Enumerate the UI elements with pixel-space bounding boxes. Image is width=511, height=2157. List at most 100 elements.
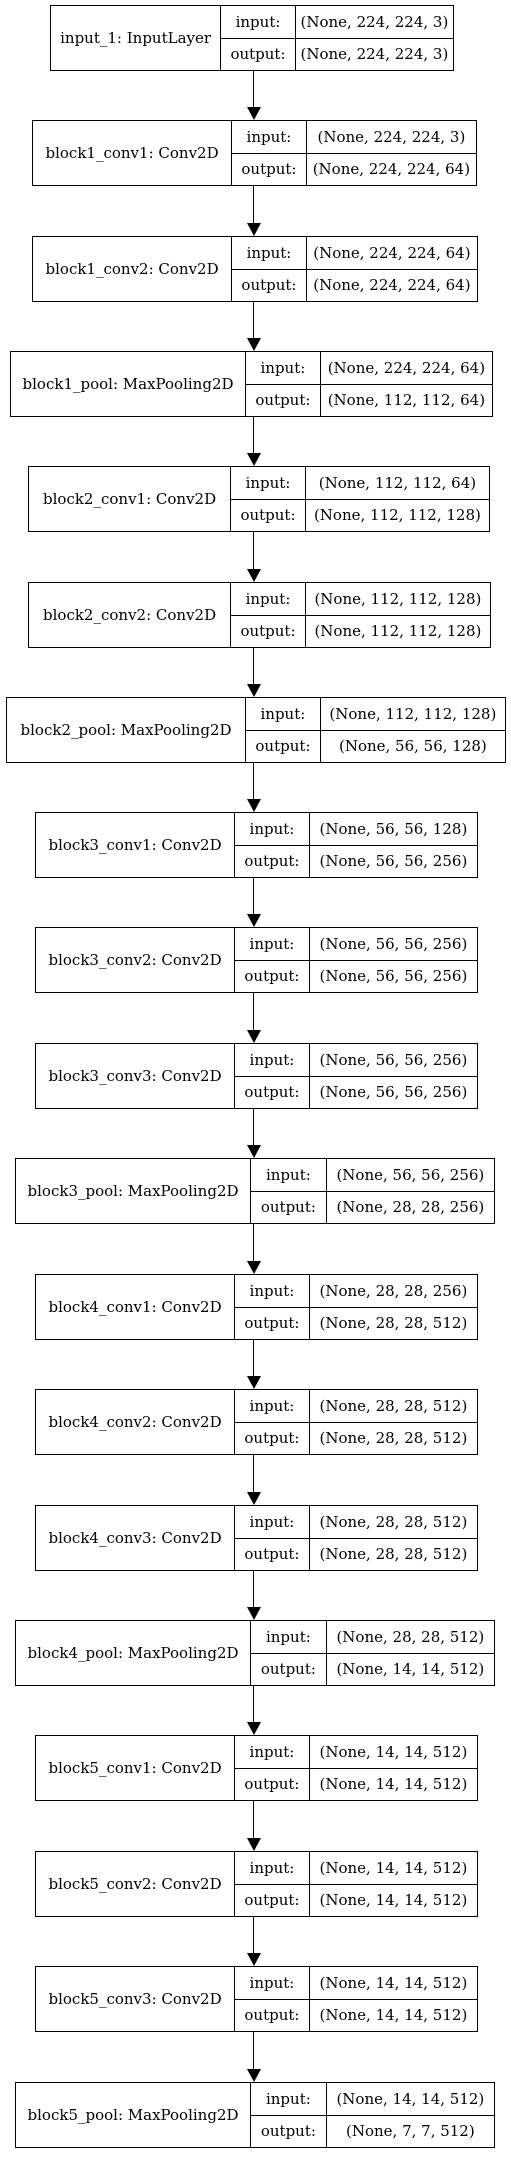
connector-line	[253, 302, 255, 339]
arrow-down-icon	[247, 1376, 261, 1389]
connector-line	[253, 1801, 255, 1839]
io-labels: input: output:	[235, 1044, 310, 1108]
output-label: output:	[244, 852, 300, 871]
input-shape: (None, 112, 112, 64)	[305, 467, 489, 500]
io-shapes: (None, 112, 112, 128) (None, 56, 56, 128)	[320, 698, 505, 762]
input-label: input:	[246, 698, 320, 731]
output-shape: (None, 224, 224, 64)	[313, 276, 471, 295]
output-shape: (None, 14, 14, 512)	[319, 1891, 468, 1910]
output-label: output:	[240, 622, 296, 641]
connector-line	[253, 1109, 255, 1146]
connector-line	[253, 648, 255, 685]
layer-name: block4_conv2: Conv2D	[36, 1390, 236, 1454]
arrow-down-icon	[247, 1722, 261, 1735]
output-label: output:	[241, 276, 297, 295]
output-shape: (None, 112, 112, 128)	[314, 622, 482, 641]
input-shape: (None, 14, 14, 512)	[326, 2083, 494, 2116]
layer-name: block5_conv1: Conv2D	[36, 1736, 236, 1800]
io-labels: input:output:	[235, 1736, 310, 1800]
output-label: output:	[255, 737, 311, 756]
io-shapes: (None, 56, 56, 256)(None, 56, 56, 256)	[309, 928, 477, 992]
input-shape: (None, 14, 14, 512)	[309, 1967, 477, 2000]
layer-name: block3_pool: MaxPooling2D	[16, 1159, 252, 1223]
input-label: input:	[232, 237, 306, 270]
input-label: input:	[231, 467, 305, 500]
input-label: input:	[235, 1044, 309, 1077]
arrow-down-icon	[247, 2069, 261, 2082]
layer-name: block1_pool: MaxPooling2D	[11, 352, 247, 416]
input-label: input:	[235, 1506, 309, 1539]
layer-name: block3_conv2: Conv2D	[36, 928, 236, 992]
layer-name: block3_conv1: Conv2D	[36, 813, 236, 877]
input-shape: (None, 224, 224, 64)	[306, 237, 477, 270]
io-labels: input:output:	[251, 2083, 327, 2147]
input-label: input:	[246, 352, 320, 385]
arrow-down-icon	[247, 1492, 261, 1505]
connector-line	[253, 532, 255, 570]
io-labels: input: output:	[232, 237, 307, 301]
input-shape: (None, 28, 28, 512)	[326, 1621, 494, 1654]
connector-line	[253, 763, 255, 800]
io-labels: input:output:	[235, 1390, 310, 1454]
connector-line	[253, 1340, 255, 1377]
output-label: output:	[244, 2006, 300, 2025]
layer-name: block2_conv2: Conv2D	[29, 583, 232, 647]
io-labels: input:output:	[251, 1621, 327, 1685]
output-label: output:	[260, 1660, 316, 1679]
output-label: output:	[244, 1083, 300, 1102]
input-shape: (None, 56, 56, 256)	[309, 928, 477, 961]
layer-name: block4_conv1: Conv2D	[36, 1275, 236, 1339]
io-shapes: (None, 28, 28, 512)(None, 28, 28, 512)	[309, 1390, 477, 1454]
io-shapes: (None, 224, 224, 3)(None, 224, 224, 64)	[306, 121, 476, 185]
io-shapes: (None, 224, 224, 64) (None, 224, 224, 64)	[306, 237, 477, 301]
io-labels: input:output:	[221, 6, 296, 70]
layer-name: block5_conv2: Conv2D	[36, 1852, 236, 1916]
io-labels: input: output:	[246, 698, 321, 762]
output-shape: (None, 112, 112, 128)	[313, 506, 481, 525]
connector-line	[253, 417, 255, 454]
output-shape: (None, 56, 56, 128)	[338, 737, 487, 756]
output-label: output:	[244, 1545, 300, 1564]
arrow-down-icon	[247, 569, 261, 582]
input-shape: (None, 28, 28, 256)	[309, 1275, 477, 1308]
layer-name: block4_conv3: Conv2D	[36, 1506, 236, 1570]
output-label: output:	[260, 1198, 316, 1217]
output-shape: (None, 7, 7, 512)	[345, 2122, 475, 2141]
arrow-down-icon	[247, 1953, 261, 1966]
output-shape: (None, 224, 224, 3)	[300, 45, 449, 64]
arrow-down-icon	[247, 338, 261, 351]
output-shape: (None, 224, 224, 64)	[312, 160, 471, 179]
connector-line	[253, 1686, 255, 1723]
output-shape: (None, 56, 56, 256)	[319, 1083, 468, 1102]
input-shape: (None, 14, 14, 512)	[309, 1852, 477, 1885]
output-label: output:	[244, 1775, 300, 1794]
arrow-down-icon	[247, 914, 261, 927]
output-label: output:	[244, 1429, 300, 1448]
output-shape: (None, 28, 28, 256)	[336, 1198, 485, 1217]
io-shapes: (None, 224, 224, 64)(None, 112, 112, 64)	[320, 352, 492, 416]
input-label: input:	[251, 2083, 326, 2116]
io-shapes: (None, 14, 14, 512)(None, 14, 14, 512)	[309, 1967, 477, 2031]
output-label: output:	[255, 391, 311, 410]
layer-name: block2_pool: MaxPooling2D	[7, 698, 247, 762]
io-labels: input:output:	[235, 1275, 310, 1339]
io-labels: input:output:	[232, 121, 307, 185]
arrow-down-icon	[247, 1145, 261, 1158]
input-shape: (None, 56, 56, 256)	[309, 1044, 477, 1077]
arrow-down-icon	[247, 1261, 261, 1274]
input-shape: (None, 112, 112, 128)	[320, 698, 505, 731]
